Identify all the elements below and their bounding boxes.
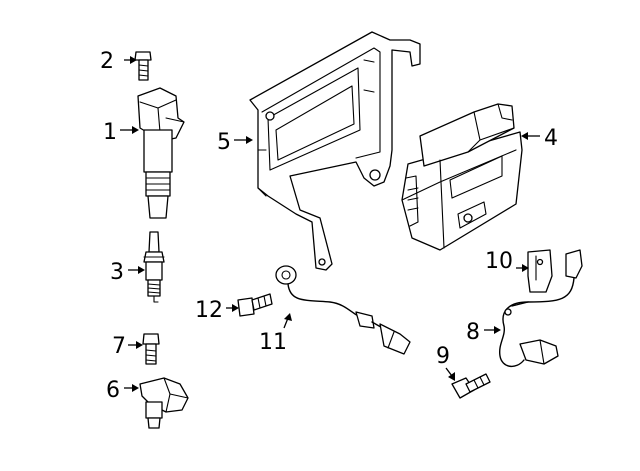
part-5-mounting-bracket (249, 31, 421, 271)
part-4-ecm (401, 103, 523, 251)
part-2-bolt (134, 51, 152, 81)
part-7-bolt (142, 333, 160, 365)
callout-labels: 2 1 3 7 6 5 4 10 8 9 12 11 (100, 49, 558, 403)
callout-11: 11 (259, 330, 287, 355)
callout-3: 3 (110, 260, 124, 285)
part-11-knock-sensor (275, 265, 411, 355)
callout-9: 9 (436, 344, 450, 369)
callout-5: 5 (217, 130, 231, 155)
part-8-crank-sensor (498, 249, 583, 367)
callout-10: 10 (485, 249, 513, 274)
part-1-ignition-coil (137, 87, 185, 219)
part-12-bolt (237, 293, 273, 317)
callout-4: 4 (544, 126, 558, 151)
callout-6: 6 (106, 378, 120, 403)
part-3-spark-plug (143, 231, 165, 303)
leader-arrows (120, 56, 540, 392)
part-10-bracket (527, 249, 553, 293)
callout-1: 1 (103, 120, 117, 145)
part-6-cam-sensor (139, 377, 189, 429)
callout-12: 12 (195, 298, 223, 323)
callout-7: 7 (112, 334, 126, 359)
callout-2: 2 (100, 49, 114, 74)
callout-8: 8 (466, 320, 480, 345)
part-9-bolt (451, 373, 491, 399)
